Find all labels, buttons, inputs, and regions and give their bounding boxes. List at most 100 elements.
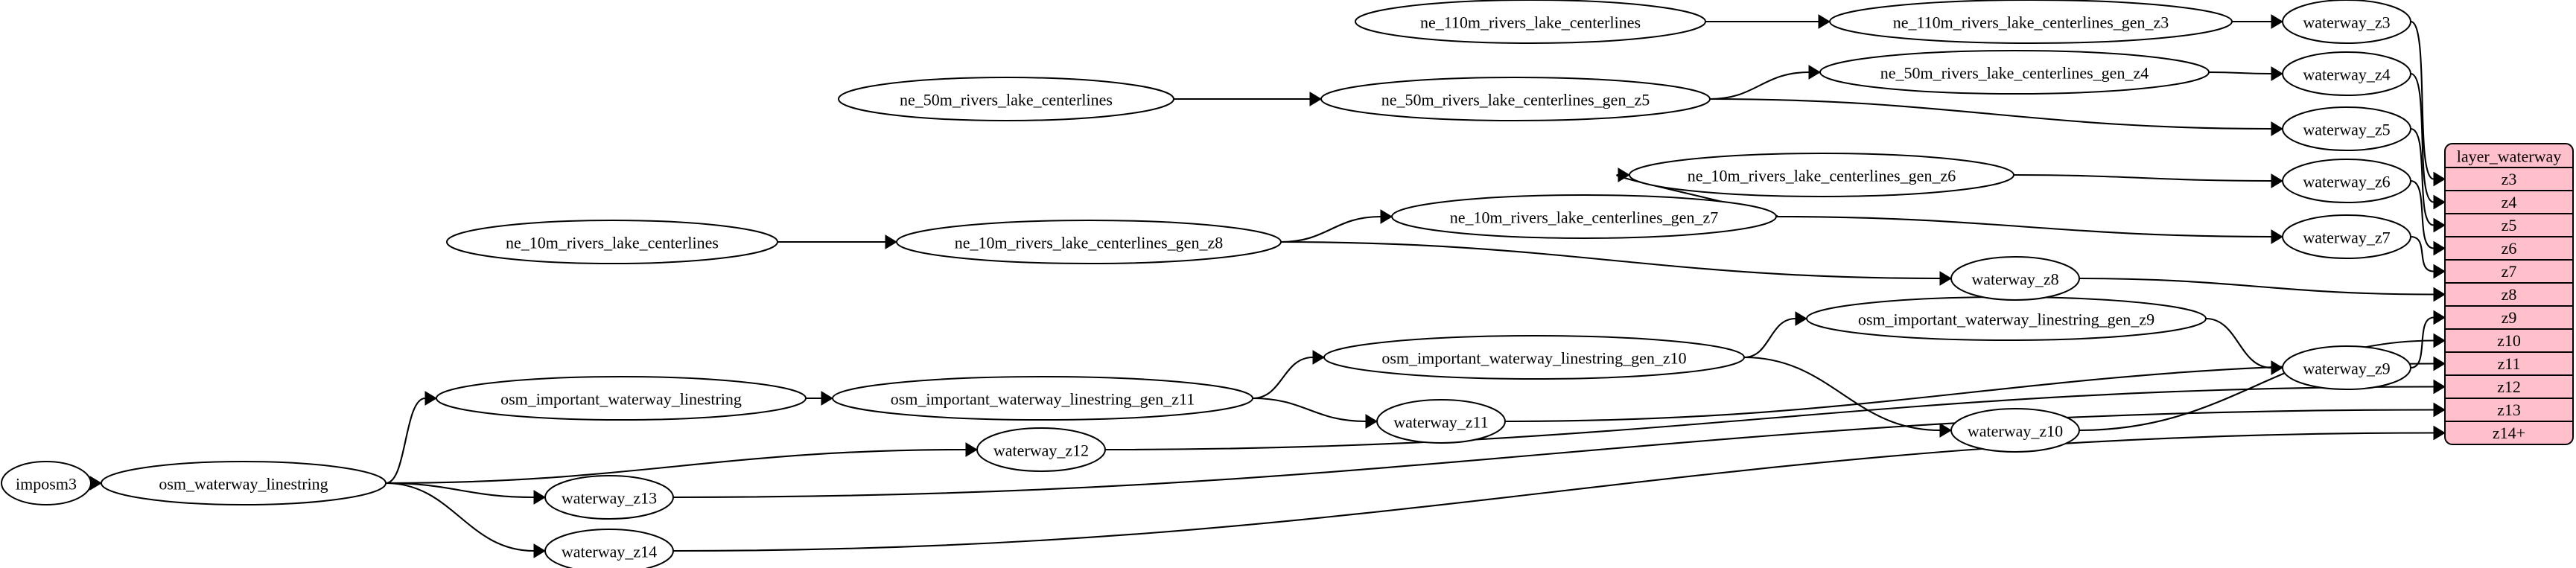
edge-ww_z4-to-table-z4 [2410,72,2435,203]
edge-osm_iwl_z11-to-ww_z11 [1252,397,1367,423]
node-ww_z12[interactable]: waterway_z12 [976,427,1106,472]
edge-osm_iwl_z10-to-osm_iwl_z9 [1743,317,1796,359]
arrowhead [2271,173,2283,188]
node-ww_z7[interactable]: waterway_z7 [2282,214,2411,259]
node-ne50[interactable]: ne_50m_rivers_lake_centerlines [838,77,1174,121]
node-label: osm_important_waterway_linestring [500,390,742,409]
arrowhead [2433,287,2446,302]
arrowhead [89,476,102,491]
edge-ww_z10-to-table-z10 [2079,339,2435,432]
table-layer: layer_waterway z3 z4 z5 z6 z7 z8 z9 z10 z11 z12 z13… [2444,143,2574,445]
edge-ne50_z4-to-ww_z4 [2208,71,2272,75]
edge-ww_z6-to-table-z6 [2410,179,2435,249]
edge-osm_iwl_z10-to-ww_z10 [1743,356,1941,432]
node-ww_z4[interactable]: waterway_z4 [2282,51,2411,96]
edge-layer [83,14,2446,558]
node-label: waterway_z13 [562,489,657,508]
node-label: waterway_z4 [2303,66,2390,84]
edge-ne50_z5-to-ww_z5 [1709,98,2272,130]
node-osm_iwl_z9[interactable]: osm_important_waterway_linestring_gen_z9 [1806,296,2207,341]
arrowhead [2271,66,2283,81]
node-ww_z5[interactable]: waterway_z5 [2282,106,2411,151]
node-label: waterway_z12 [993,441,1089,460]
arrowhead [2433,240,2446,256]
arrowhead [2271,229,2283,244]
node-ww_z11[interactable]: waterway_z11 [1376,399,1506,444]
node-osm_iwl[interactable]: osm_important_waterway_linestring [436,376,807,421]
edge-ww_z13-to-table-z13 [672,409,2435,499]
node-ne10[interactable]: ne_10m_rivers_lake_centerlines [446,220,778,264]
arrowhead [1818,14,1831,29]
arrowhead [2433,402,2446,418]
node-ww_z14[interactable]: waterway_z14 [544,529,674,568]
node-label: waterway_z9 [2303,360,2390,378]
arrowhead [533,543,546,558]
node-osm_iwl_z10[interactable]: osm_important_waterway_linestring_gen_z1… [1323,335,1745,380]
node-label: waterway_z14 [562,543,657,561]
layer-table-row-z5[interactable]: z5 [2502,216,2517,234]
node-imposm3[interactable]: imposm3 [1,461,92,505]
node-label: ne_110m_rivers_lake_centerlines [1420,13,1641,32]
edge-ww_z9-to-table-z9 [2410,316,2435,369]
node-label: waterway_z3 [2303,13,2390,32]
layer-table-row-z9[interactable]: z9 [2502,308,2517,327]
layer-table-row-z11[interactable]: z11 [2498,354,2521,373]
layer-table-row-z7[interactable]: z7 [2502,262,2517,281]
arrowhead [1312,350,1325,365]
layer-table-row-z12[interactable]: z12 [2497,377,2521,396]
node-osm_wl[interactable]: osm_waterway_linestring [101,461,387,505]
arrowhead [1939,271,1952,286]
node-ww_z10[interactable]: waterway_z10 [1950,408,2080,453]
layer-table-row-z8[interactable]: z8 [2502,285,2517,304]
arrowhead [965,442,978,457]
arrowhead [2271,14,2283,29]
node-label: ne_50m_rivers_lake_centerlines_gen_z5 [1381,91,1650,109]
edge-osm_wl-to-ww_z14 [385,482,535,552]
node-label: waterway_z10 [1968,422,2063,441]
node-ne110_z3[interactable]: ne_110m_rivers_lake_centerlines_gen_z3 [1829,0,2233,44]
arrowhead [2433,194,2446,210]
edge-ww_z8-to-table-z8 [2079,277,2435,296]
arrowhead [2433,425,2446,441]
arrowhead [1939,423,1952,438]
node-label: ne_10m_rivers_lake_centerlines_gen_z8 [955,234,1223,252]
arrowhead [424,391,437,406]
node-label: waterway_z7 [2303,229,2390,247]
node-osm_iwl_z11[interactable]: osm_important_waterway_linestring_gen_z1… [832,376,1253,421]
edge-osm_wl-to-ww_z13 [385,482,535,499]
arrowhead [885,234,897,249]
node-label: imposm3 [16,475,77,494]
node-ww_z3[interactable]: waterway_z3 [2282,0,2411,44]
node-ne10_z7[interactable]: ne_10m_rivers_lake_centerlines_gen_z7 [1391,194,1777,239]
arrowhead [1309,92,1322,106]
node-ww_z6[interactable]: waterway_z6 [2282,159,2411,203]
layer-table-row-z13[interactable]: z13 [2497,401,2521,419]
node-ne50_z5[interactable]: ne_50m_rivers_lake_centerlines_gen_z5 [1320,77,1711,121]
layer-table-row-z10[interactable]: z10 [2497,331,2521,350]
node-label: waterway_z11 [1393,413,1488,432]
node-ne50_z4[interactable]: ne_50m_rivers_lake_centerlines_gen_z4 [1819,50,2210,95]
arrowhead [1380,209,1393,224]
edge-ww_z14-to-table-z14+ [672,432,2435,552]
edge-ww_z11-to-table-z11 [1504,363,2435,423]
layer-table-row-z6[interactable]: z6 [2502,239,2517,258]
arrowhead [2433,217,2446,233]
layer-table-row-z3[interactable]: z3 [2502,170,2517,188]
arrowhead [1808,65,1821,80]
node-label: waterway_z8 [1971,270,2058,289]
edge-ww_z12-to-table-z12 [1104,386,2435,451]
node-ww_z9[interactable]: waterway_z9 [2282,345,2411,390]
layer-table-row-z14+[interactable]: z14+ [2493,424,2525,442]
layer-table-row-z4[interactable]: z4 [2502,193,2517,211]
node-ne10_z8[interactable]: ne_10m_rivers_lake_centerlines_gen_z8 [896,220,1282,264]
node-label: osm_important_waterway_linestring_gen_z9 [1858,310,2154,329]
layer-table-title: layer_waterway [2457,147,2561,166]
node-ne110[interactable]: ne_110m_rivers_lake_centerlines [1355,0,1706,44]
layer-table[interactable]: layer_waterway z3 z4 z5 z6 z7 z8 z9 z10 z11 z12 z13… [2444,143,2574,445]
node-ne10_z6[interactable]: ne_10m_rivers_lake_centerlines_gen_z6 [1629,153,2014,197]
node-ww_z8[interactable]: waterway_z8 [1950,256,2080,301]
arrowhead [2271,121,2283,136]
node-ww_z13[interactable]: waterway_z13 [544,475,674,520]
